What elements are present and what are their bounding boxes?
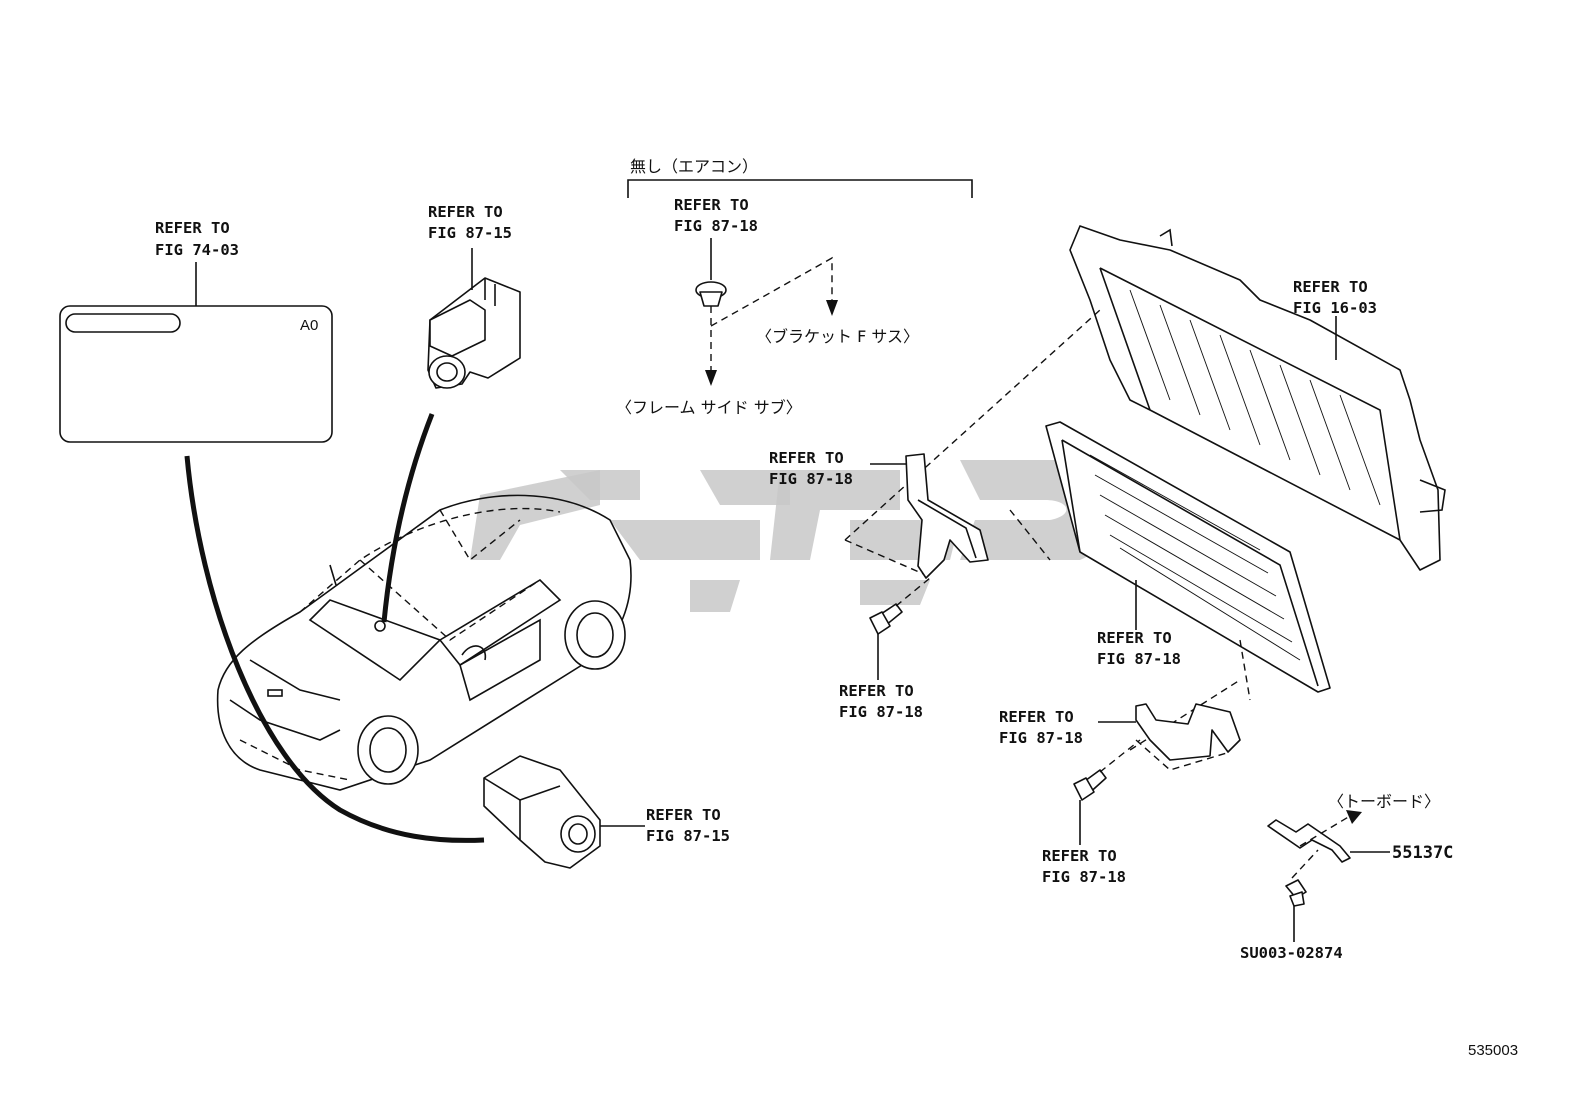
refer-fig-16-03-label: REFER TO FIG 16-03 [1293,278,1377,317]
refer-fig-87-18-bracket-label: REFER TO FIG 87-18 [769,449,853,488]
radiator-assembly [1069,225,1446,571]
refer-fig-87-18-condenser-label: REFER TO FIG 87-18 [1097,629,1181,668]
bracket-f-sus-note: 〈ブラケット F サス〉 [756,327,919,346]
arrow-up-icon [1346,810,1362,824]
alignment-line [844,539,927,576]
refer-fig-87-18-bolt1-label: REFER TO FIG 87-18 [839,682,923,721]
figure-number: 535003 [1468,1042,1518,1059]
alignment-line [1129,679,1241,751]
bolt-upper [869,577,931,680]
bolt-lower [1073,739,1141,845]
part-number-55137c: 55137C [1392,843,1453,863]
alignment-line [844,309,1101,541]
alignment-line [1009,509,1051,561]
no-aircon-bracket-line [627,179,973,198]
push-clip-su003 [1285,879,1307,942]
frame-side-sub-note: 〈フレーム サイド サブ〉 [616,398,802,417]
upper-bracket [870,453,989,579]
ambient-sensor-lower [483,755,645,869]
no-aircon-note: 無し（エアコン） [630,157,758,176]
caution-label-card: A0 [59,262,333,443]
ambient-sensor-upper [427,248,521,389]
vehicle-outline [216,494,632,791]
lower-bracket [1098,703,1241,771]
part-code-su003: SU003-02874 [1240,944,1343,962]
arrow-down-icon [705,370,717,386]
refer-fig-87-15-bottom-label: REFER TO FIG 87-15 [646,806,730,845]
refer-fig-87-18-lower-bracket-label: REFER TO FIG 87-18 [999,708,1083,747]
label-card-code: A0 [300,317,318,334]
refer-fig-74-03-label: REFER TO FIG 74-03 [155,219,239,259]
clip-55137c [1267,810,1390,879]
condenser-assembly [1045,421,1331,701]
refer-fig-87-15-top-label: REFER TO FIG 87-15 [428,203,512,242]
refer-fig-87-18-clip-label: REFER TO FIG 87-18 [674,196,758,235]
refer-fig-87-18-bolt2-label: REFER TO FIG 87-18 [1042,847,1126,886]
clip-part [695,238,838,386]
label-leader-line [184,455,485,843]
arrow-down-icon [826,300,838,316]
sensor-leader-line [381,413,435,623]
toe-board-note: 〈トーボード〉 [1328,792,1440,811]
